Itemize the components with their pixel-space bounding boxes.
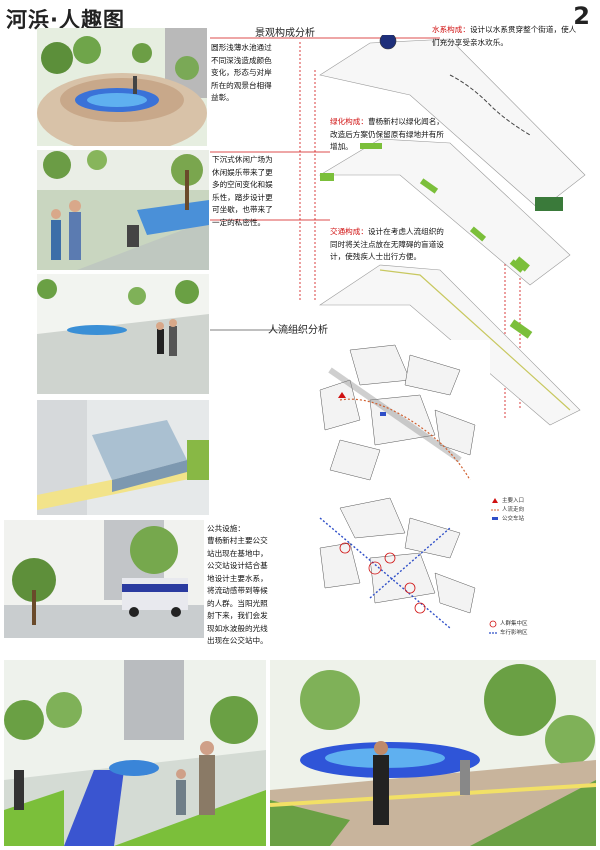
caption-bus-title: 公共设施： [207,524,245,533]
traffic-label: 交通构成： [330,227,368,236]
legend-vehicle-zone: 车行影响区 [500,630,528,636]
crowd-concentration-map [300,488,490,638]
pedestrian-flow-map [300,340,490,490]
photo-sunken-plaza [37,150,209,270]
caption-bus-stop: 曹杨新村主要公交站出现在基地中，公交站设计结合基地设计主要水系，将流动感带到等候… [207,536,268,645]
traffic-text: 设计在考虑人流组织的同时将关注点放在无障碍的盲道设计，使残疾人士出行方便。 [330,227,444,261]
photo-bus-stop-render [37,400,209,515]
legend-crowd-zone: 人群集中区 [500,621,528,627]
section-title-flow: 人流组织分析 [268,325,328,336]
flow-legend-marks [491,498,499,520]
crowd-legend-marks [489,620,497,634]
water-label: 水系构成： [432,25,470,34]
caption-sunken-plaza: 下沉式休闲广场为休闲娱乐带来了更多的空间变化和娱乐性，踏步设计更可坐歇，也带来了… [212,155,273,227]
caption-round-pool: 圆形浅薄水池通过不同深浅造成颜色变化，形态与对岸所在的观景台相得益彰。 [211,43,272,102]
section-title-landscape: 景观构成分析 [255,28,315,39]
water-text: 设计以水系贯穿整个街道，使人们充分享受亲水欢乐。 [432,25,577,47]
render-round-pool-walker [270,660,596,846]
green-text: 曹杨新村以绿化闻名，改造后方案仍保留原有绿地并有所增加。 [330,117,444,151]
page-number: 2 [573,2,590,30]
legend-main-entrance: 主要入口 [502,498,525,504]
photo-round-pool-plaza [37,28,207,146]
green-label: 绿化构成： [330,117,368,126]
legend-bus-stop: 公交车站 [502,516,525,522]
landscape-axonometric-diagram [318,35,586,426]
flow-legend: 主要入口 人流走向 公交车站 [502,497,524,524]
analysis-green: 绿化构成：曹杨新村以绿化闻名，改造后方案仍保留原有绿地并有所增加。 [330,116,445,154]
analysis-traffic: 交通构成：设计在考虑人流组织的同时将关注点放在无障碍的盲道设计，使残疾人士出行方… [330,226,448,264]
photo-step-plaza [37,274,209,394]
analysis-water: 水系构成：设计以水系贯穿整个街道，使人们充分享受亲水欢乐。 [432,24,582,49]
photo-bus-stop-street [4,520,204,638]
render-waterway-family [4,660,266,846]
crowd-legend: 人群集中区 车行影响区 [500,620,528,638]
legend-flow-direction: 人流走向 [502,507,525,513]
